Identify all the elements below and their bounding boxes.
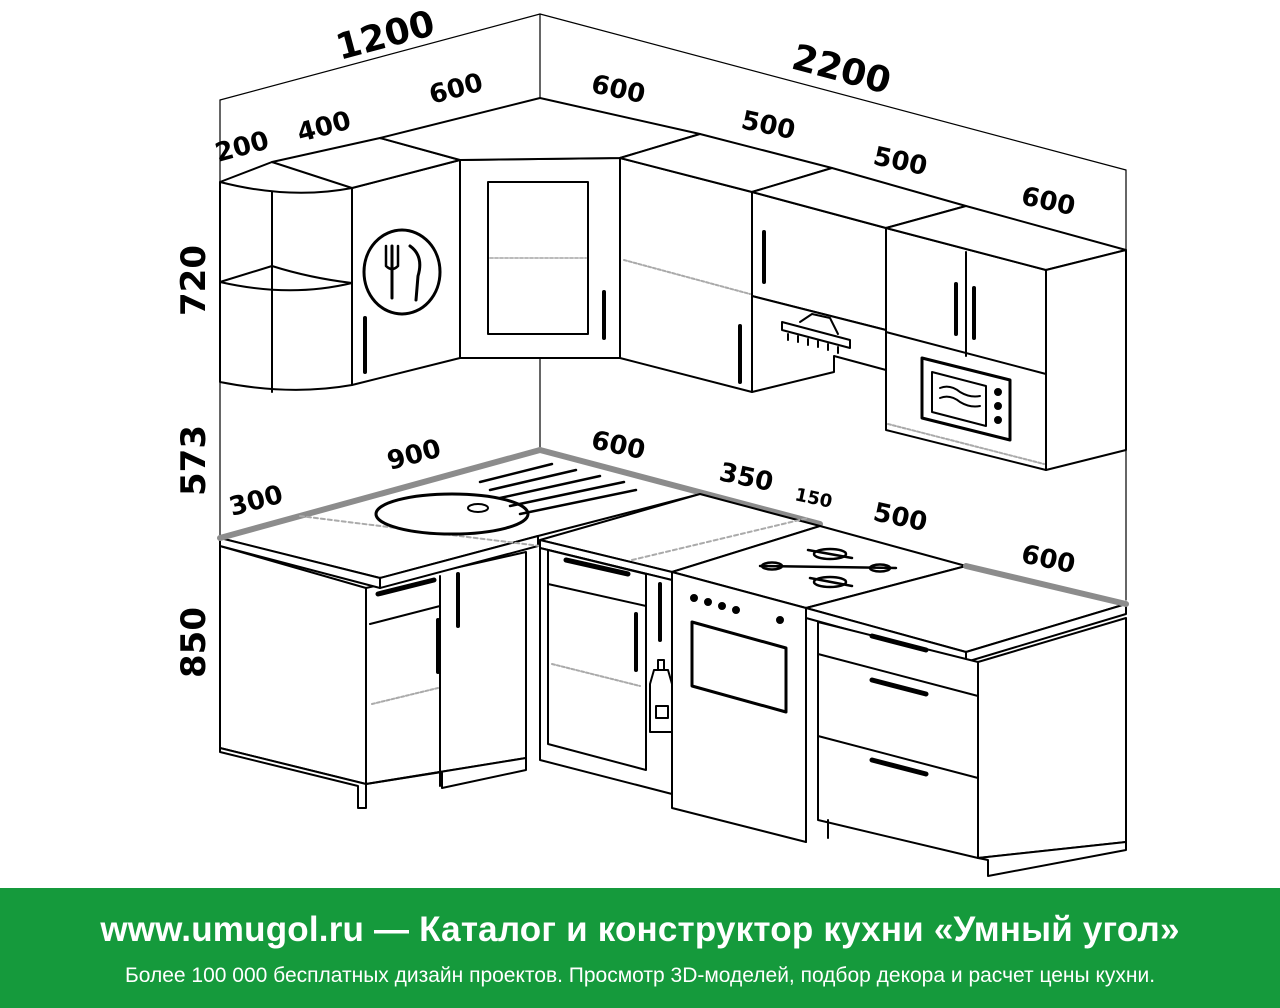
dim-lower-900: 900 [384, 434, 444, 477]
kitchen-diagram: 1200 2200 200 400 600 600 500 500 600 72… [174, 3, 1129, 877]
stove [671, 525, 967, 843]
dim-upper-600-left: 600 [426, 68, 486, 111]
burners-icon [758, 547, 898, 589]
microwave-icon [920, 356, 1012, 442]
upper-cabinet-hood [751, 167, 967, 393]
dim-wall-right: 2200 [788, 37, 895, 103]
sink-icon [374, 462, 638, 536]
dim-lower-150: 150 [793, 484, 834, 512]
upper-corner-glass-cabinet [379, 97, 701, 359]
lower-cabinet-sink [219, 545, 527, 809]
dim-lower-300: 300 [226, 480, 286, 523]
promo-banner: www.umugol.ru — Каталог и конструктор ку… [0, 888, 1280, 1008]
dim-lower-500: 500 [871, 498, 930, 539]
dim-height-573: 573 [174, 425, 214, 496]
dim-upper-400: 400 [294, 106, 354, 149]
dim-lower-600b: 600 [1019, 540, 1078, 581]
dim-upper-200: 200 [212, 126, 272, 169]
dim-wall-left: 1200 [332, 3, 439, 69]
dim-upper-600b: 600 [1019, 182, 1078, 223]
open-shelf-unit [219, 161, 353, 393]
cutlery-icon [362, 228, 442, 316]
upper-cabinet-cutlery [271, 137, 461, 386]
dim-height-850: 850 [174, 607, 214, 678]
dim-lower-600: 600 [589, 426, 648, 467]
dim-upper-500a: 500 [739, 106, 798, 147]
hood-icon [781, 313, 851, 354]
upper-cabinet-600 [619, 133, 833, 393]
banner-subtitle: Более 100 000 бесплатных дизайн проектов… [124, 964, 1156, 987]
dim-lower-350: 350 [717, 458, 776, 499]
dim-height-720: 720 [174, 245, 214, 316]
lower-cabinet-drawers [805, 563, 1129, 877]
dim-upper-600-right: 600 [589, 70, 648, 111]
lower-cabinet-600 [539, 493, 821, 795]
countertop-left [217, 447, 823, 589]
oven-door-icon [690, 620, 788, 714]
banner-title[interactable]: www.umugol.ru — Каталог и конструктор ку… [100, 910, 1180, 949]
upper-cabinet-microwave [885, 205, 1127, 471]
dim-upper-500b: 500 [871, 142, 930, 183]
